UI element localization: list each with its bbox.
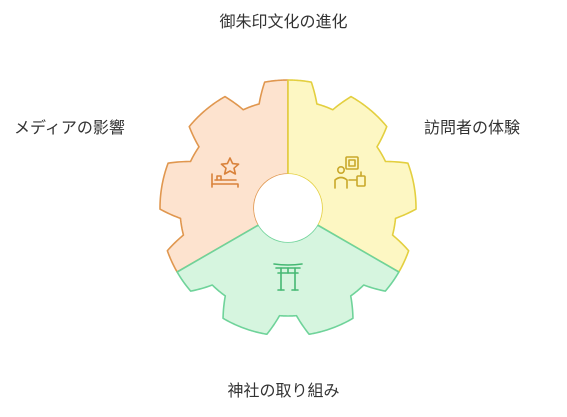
gear-hub — [254, 174, 322, 242]
gear-segment-visitor — [287, 79, 417, 273]
segment-label-media: メディアの影響 — [14, 118, 125, 137]
star-bed-icon — [211, 157, 240, 188]
diagram-title: 御朱印文化の進化 — [219, 12, 348, 31]
segment-label-shrine: 神社の取り組み — [227, 381, 340, 400]
gear-segment-media — [159, 79, 289, 273]
person-frame-icon — [334, 156, 366, 189]
torii-gate-icon — [273, 263, 303, 291]
segment-label-visitor: 訪問者の体験 — [424, 118, 521, 137]
gear-segment-shrine — [176, 224, 400, 336]
